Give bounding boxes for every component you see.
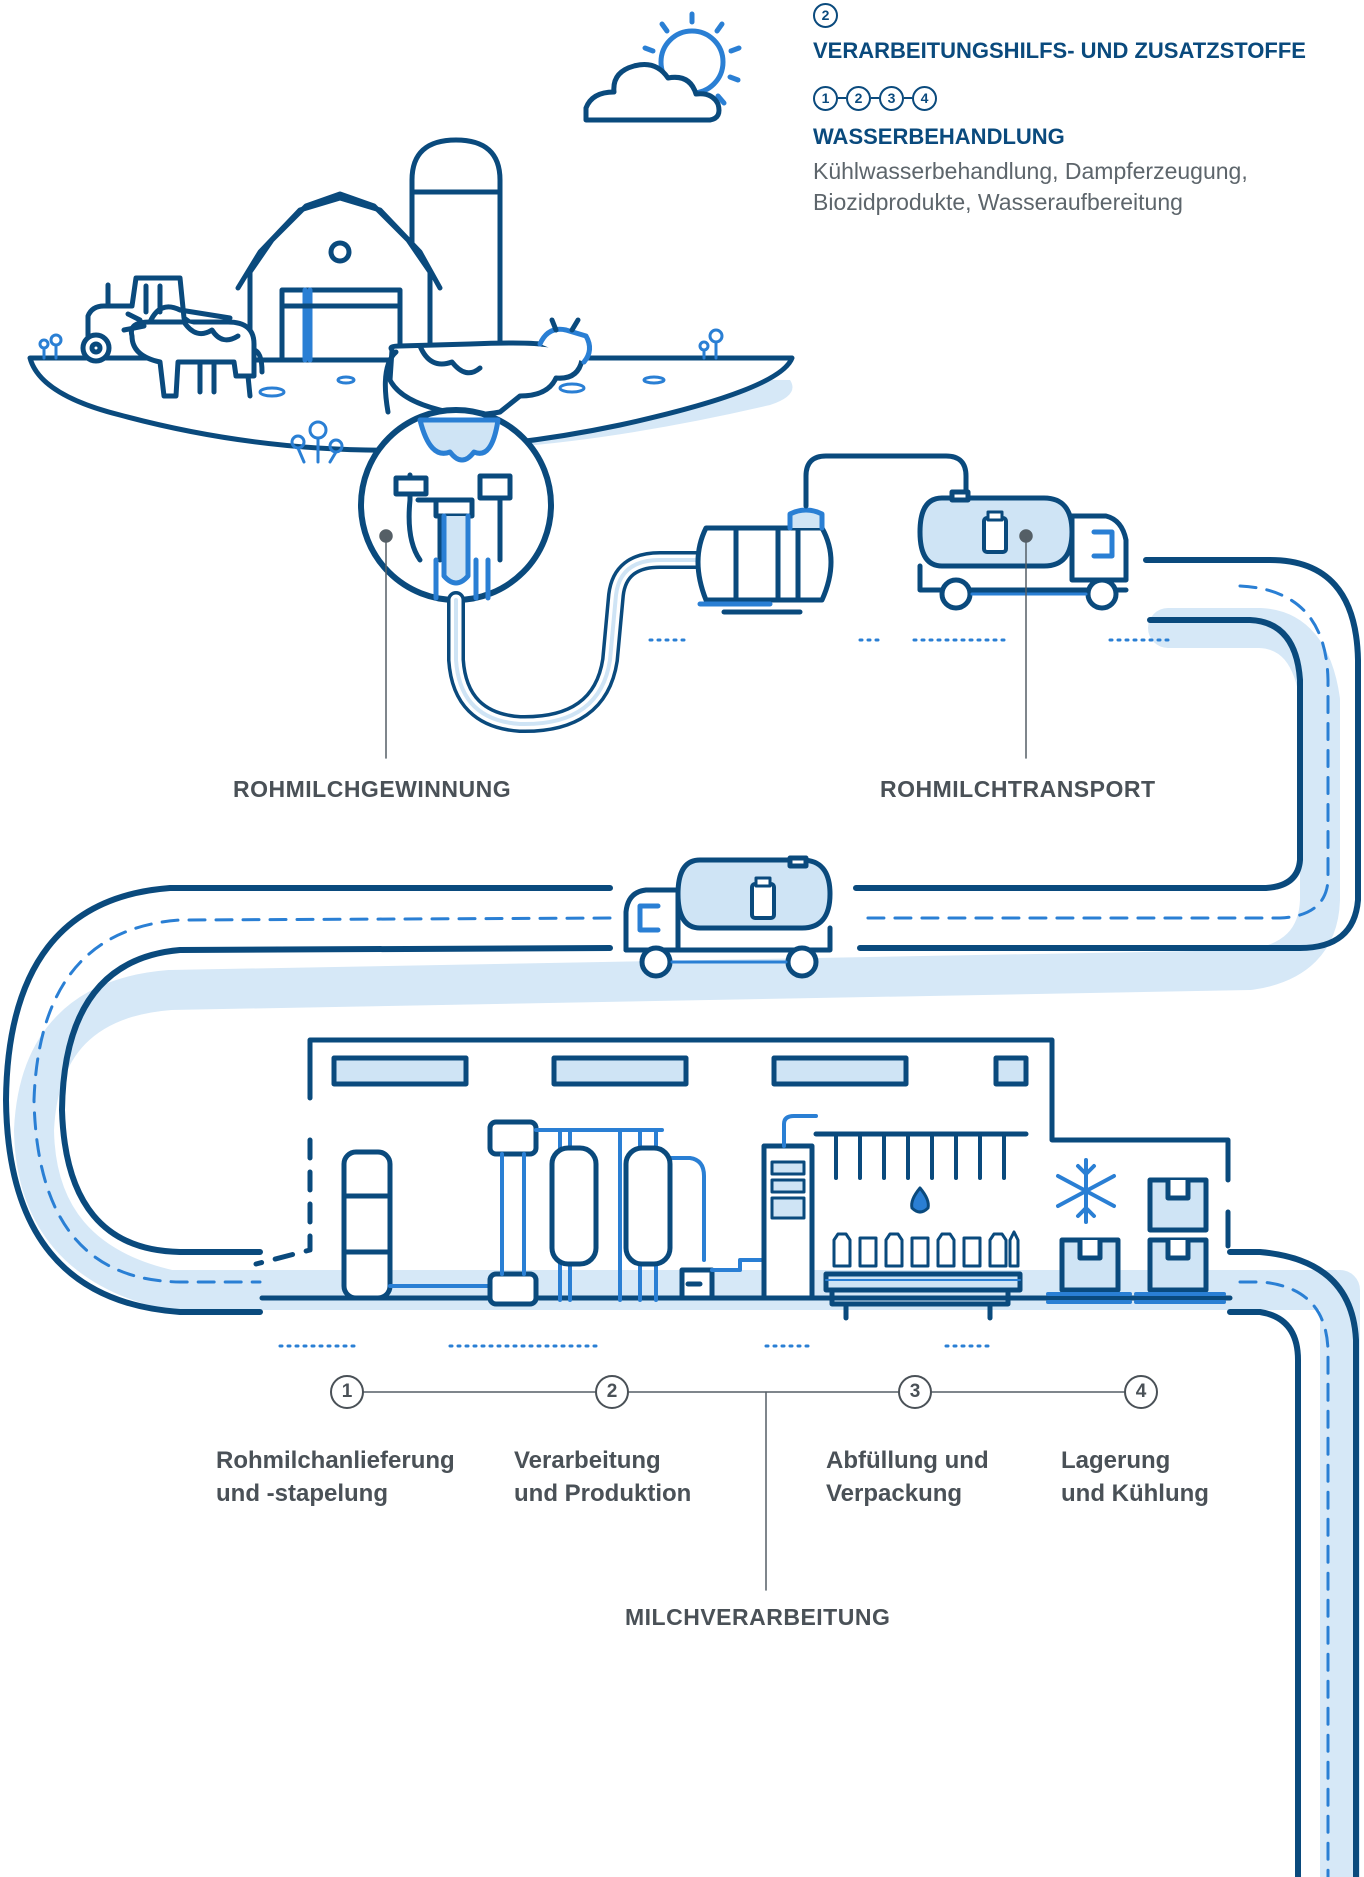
step-label-3: Abfüllung und Verpackung xyxy=(826,1447,989,1507)
legend-connector xyxy=(871,97,879,99)
legend-text-line1: Kühlwasserbehandlung, Dampferzeugung, xyxy=(813,158,1248,184)
legend-badge: 1 xyxy=(813,86,838,111)
cow-icon xyxy=(121,304,265,399)
box-icon xyxy=(1059,1177,1209,1293)
step-number-4: 4 xyxy=(1124,1375,1158,1409)
factory-icon xyxy=(253,1037,1233,1301)
separator-icon xyxy=(487,1119,715,1307)
sun-cloud-icon xyxy=(583,11,742,123)
step-number-1: 1 xyxy=(330,1375,364,1409)
road-shadow xyxy=(14,608,1360,1877)
tanker-truck-icon xyxy=(623,855,833,979)
legend-badge: 2 xyxy=(813,3,838,28)
milk-can-icon xyxy=(982,510,1008,554)
barn-icon xyxy=(235,191,443,363)
legend-connector xyxy=(838,97,846,99)
stage-label-gewinnung: ROHMILCHGEWINNUNG xyxy=(233,776,512,802)
milk-tank-icon xyxy=(695,453,969,615)
stage-label-verarbeitung: MILCHVERARBEITUNG xyxy=(625,1604,891,1630)
milk-can-icon xyxy=(750,876,776,920)
legend-title-additives: VERARBEITUNGSHILFS- UND ZUSATZSTOFFE xyxy=(813,38,1306,63)
legend-badge: 2 xyxy=(846,86,871,111)
stage-label-transport: ROHMILCHTRANSPORT xyxy=(880,776,1156,802)
step-label-2: Verarbeitung und Produktion xyxy=(514,1447,692,1507)
bottle-icon xyxy=(832,1230,1020,1268)
step-number-2: 2 xyxy=(595,1375,629,1409)
snowflake-icon xyxy=(1056,1158,1116,1224)
legend-text-line2: Biozidprodukte, Wasseraufbereitung xyxy=(813,189,1183,215)
road-outer xyxy=(857,557,1361,951)
milking-machine-icon xyxy=(358,407,554,603)
step-label-4: Lagerung und Kühlung xyxy=(1061,1447,1209,1507)
step-number-3: 3 xyxy=(898,1375,932,1409)
legend-title-water: WASSERBEHANDLUNG xyxy=(813,124,1065,149)
legend-connector xyxy=(904,97,912,99)
legend-badge: 4 xyxy=(912,86,937,111)
step-label-1: Rohmilchanlieferung und -stapelung xyxy=(216,1447,455,1507)
flower-icon xyxy=(38,328,724,464)
tanker-truck-icon xyxy=(917,489,1129,611)
silo-icon xyxy=(409,137,503,363)
storage-tank-icon xyxy=(341,1149,502,1301)
cow-icon xyxy=(382,317,592,418)
filling-machine-icon xyxy=(710,1114,1029,1321)
legend-badge: 3 xyxy=(879,86,904,111)
pallet-icon xyxy=(1046,1292,1226,1304)
